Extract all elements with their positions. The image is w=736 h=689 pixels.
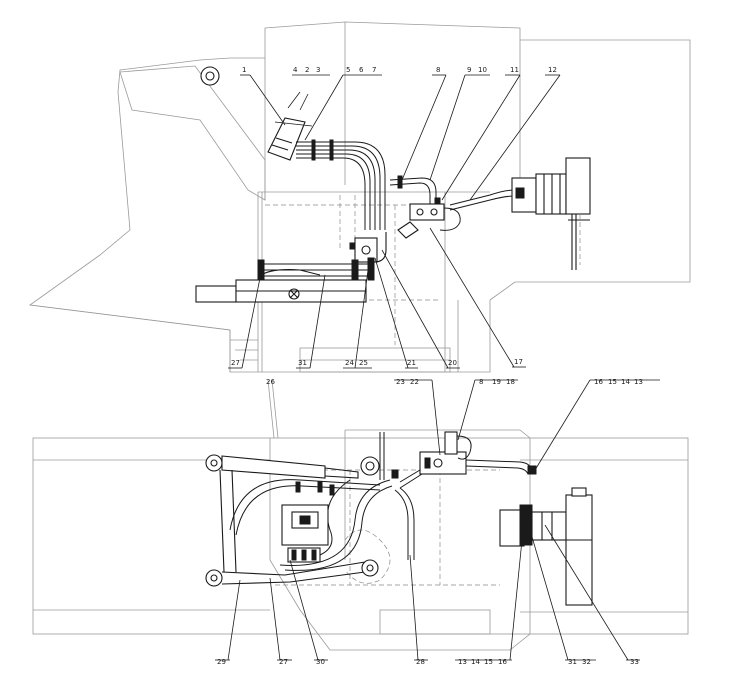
bottom-vertical-pipe: [379, 432, 415, 560]
bottom-label-13b: 13: [458, 658, 467, 666]
bottom-label-31: 31: [568, 658, 577, 666]
top-label-25: 25: [359, 359, 368, 367]
top-label-2: 2: [305, 66, 309, 74]
bottom-label-19: 19: [492, 378, 501, 386]
bottom-label-13: 13: [634, 378, 643, 386]
top-label-21: 21: [407, 359, 416, 367]
top-label-11: 11: [510, 66, 519, 74]
bottom-label-16: 16: [594, 378, 603, 386]
bottom-label-29: 29: [217, 658, 226, 666]
bottom-lift-cylinder: [205, 454, 380, 479]
bottom-frame-outline: [32, 379, 689, 651]
top-hose-bundle: [296, 139, 386, 230]
bottom-label-14: 14: [621, 378, 630, 386]
bottom-label-26: 26: [266, 378, 275, 386]
top-label-8: 8: [436, 66, 440, 74]
top-distribution-valve: [397, 203, 461, 239]
bottom-pump-motor: [499, 487, 593, 606]
top-label-9: 9: [467, 66, 471, 74]
bottom-label-16b: 16: [498, 658, 507, 666]
bottom-label-14b: 14: [471, 658, 480, 666]
top-label-7: 7: [372, 66, 376, 74]
bottom-label-33: 33: [630, 658, 639, 666]
top-pivot-pin: [200, 66, 220, 86]
bottom-part-numbers: 26 23 22 8 19 18 16 15 14 13 29 27 30 28…: [217, 378, 643, 666]
bottom-label-27: 27: [279, 658, 288, 666]
bottom-label-32: 32: [582, 658, 591, 666]
bottom-label-28: 28: [416, 658, 425, 666]
top-label-10: 10: [478, 66, 487, 74]
top-label-24: 24: [345, 359, 354, 367]
bottom-distribution-valve: [399, 431, 472, 489]
bottom-linkage-arms: [205, 469, 379, 587]
bottom-leaders: [215, 379, 660, 661]
bottom-label-15b: 15: [484, 658, 493, 666]
top-label-1: 1: [242, 66, 246, 74]
top-pipe-to-pump: [389, 175, 516, 211]
top-label-12: 12: [548, 66, 557, 74]
top-label-4: 4: [293, 66, 298, 74]
top-part-numbers: 1 4 2 3 5 6 7 8 9 10 11 12 27 31 24 25 2…: [231, 66, 557, 367]
top-lift-cylinder: [195, 269, 367, 303]
bottom-label-22: 22: [410, 378, 419, 386]
top-label-27: 27: [231, 359, 240, 367]
bottom-label-23: 23: [396, 378, 405, 386]
top-label-5: 5: [346, 66, 350, 74]
bottom-label-15: 15: [608, 378, 617, 386]
top-manifold: [349, 237, 378, 263]
top-label-6: 6: [359, 66, 364, 74]
top-label-20: 20: [448, 359, 457, 367]
top-label-3: 3: [316, 66, 320, 74]
bottom-label-30: 30: [316, 658, 325, 666]
bottom-label-18: 18: [506, 378, 515, 386]
bottom-center-block: [281, 504, 329, 563]
top-frame-outline: [28, 21, 691, 373]
top-valve-block-1: [267, 91, 313, 161]
top-tie-rods: [257, 232, 387, 281]
top-pump-motor: [511, 157, 591, 270]
bottom-pipe-to-pump: [465, 459, 537, 475]
top-label-31: 31: [298, 359, 307, 367]
top-label-17: 17: [514, 358, 523, 366]
top-leaders: [228, 74, 561, 369]
bottom-label-8: 8: [479, 378, 483, 386]
